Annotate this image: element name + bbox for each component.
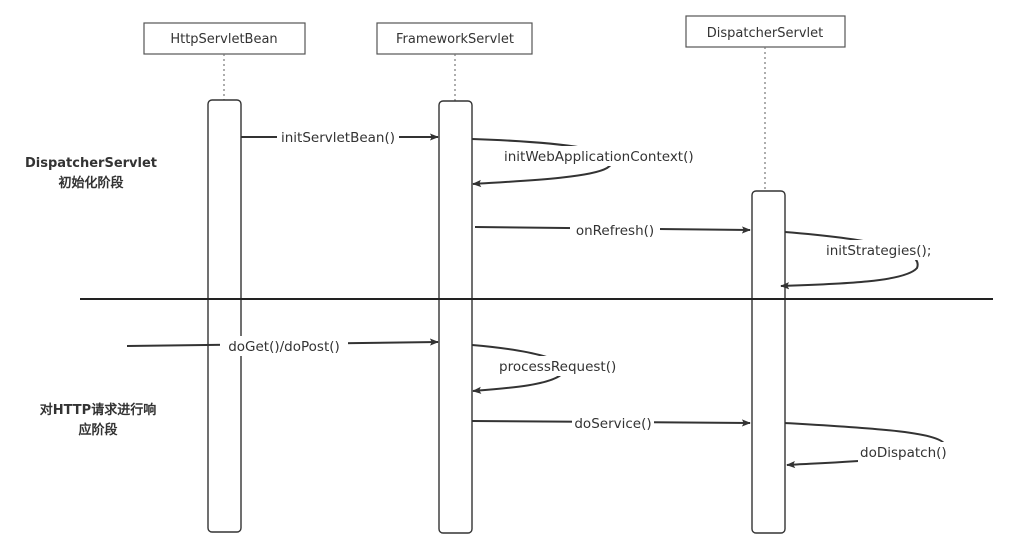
message-label: onRefresh() [576, 223, 654, 239]
message-label-bg [503, 146, 715, 166]
message-doget-dopost: doGet()/doPost() [126, 336, 439, 356]
participant-box [143, 22, 306, 55]
message-label: doGet()/doPost() [228, 339, 340, 355]
phase-label-init-line2: 初始化阶段 [58, 175, 123, 191]
message-label: initStrategies(); [826, 243, 931, 259]
message-label-bg [497, 356, 618, 376]
message-arrow [780, 231, 919, 290]
participant-label: DispatcherServlet [707, 26, 823, 41]
message-label-bg [277, 127, 399, 147]
message-initstrategies: initStrategies(); [780, 231, 941, 290]
phase-label-request-line1: 对HTTP请求进行响 [40, 402, 156, 418]
participant-dispatcherservlet: DispatcherServlet [685, 15, 846, 48]
message-onrefresh: onRefresh() [474, 220, 751, 240]
message-label-bg [220, 336, 348, 356]
message-dodispatch: doDispatch() [784, 422, 951, 469]
participant-label: HttpServletBean [170, 32, 277, 47]
message-label-bg [570, 220, 660, 240]
activation-bar-dispatcherservlet [751, 190, 786, 534]
message-arrow [471, 138, 614, 188]
message-label: initServletBean() [281, 130, 395, 146]
participant-label: FrameworkServlet [396, 32, 514, 47]
message-label: doService() [574, 416, 651, 432]
phase-label-init-line1: DispatcherServlet [25, 156, 157, 171]
activation-bar-httpservletbean [207, 99, 242, 533]
message-initservletbean: initServletBean() [241, 127, 439, 147]
message-doservice: doService() [471, 413, 751, 433]
message-label: initWebApplicationContext() [504, 149, 694, 165]
message-initwebapplicationcontext: initWebApplicationContext() [471, 138, 715, 188]
participant-frameworkservlet: FrameworkServlet [376, 22, 533, 55]
message-label-bg [572, 413, 654, 433]
activation-bar-frameworkservlet [438, 100, 473, 534]
message-label-bg [824, 240, 941, 260]
message-processrequest: processRequest() [471, 344, 618, 394]
message-label: doDispatch() [860, 445, 947, 461]
participant-box [376, 22, 533, 55]
phase-label-request-line2: 应阶段 [78, 422, 117, 438]
participant-httpservletbean: HttpServletBean [143, 22, 306, 55]
message-label-bg [858, 442, 951, 462]
message-label: processRequest() [499, 359, 616, 375]
